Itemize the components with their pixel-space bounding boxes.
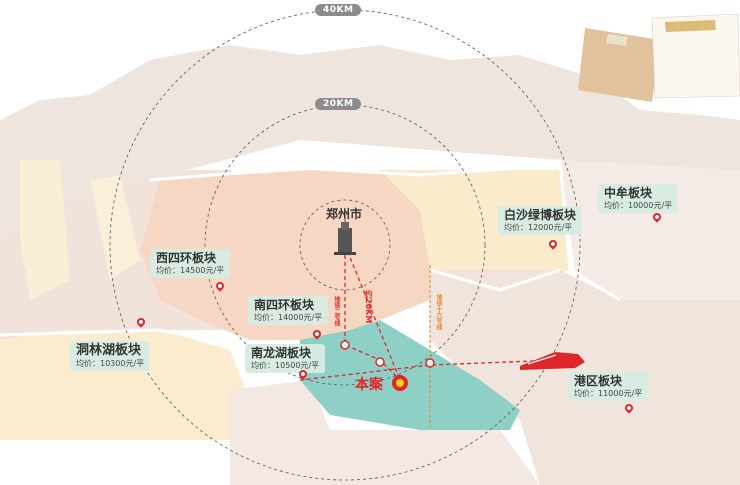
metro16-label: 地铁十六号线 [435, 294, 442, 330]
zone-strip-north [20, 160, 70, 300]
road-4 [429, 268, 561, 292]
road-3 [558, 159, 621, 302]
train-icon [520, 352, 585, 370]
district-label-zhongmou[interactable]: 中牟板块 均价：10000元/平 [598, 184, 679, 213]
district-name: 西四环板块 [156, 251, 217, 265]
ring-20km [204, 104, 486, 386]
ring-center [299, 199, 391, 291]
route-distance [344, 244, 401, 381]
district-name: 港区板块 [574, 374, 623, 388]
sticky-notes-decor [578, 13, 740, 102]
district-label-donglinhu[interactable]: 洞林湖板块 均价：10300元/平 [70, 341, 151, 372]
station-1 [340, 340, 350, 350]
project-label: 本案 [355, 377, 383, 393]
district-label-nanlonghu[interactable]: 南龙湖板块 均价：10500元/平 [245, 344, 326, 373]
project-marker-inner [396, 379, 404, 387]
district-price: 均价：10000元/平 [604, 200, 673, 210]
zone-nw-strip [90, 175, 140, 280]
route-distance-label: 约20KM [364, 290, 373, 324]
station-2 [375, 357, 385, 367]
district-name: 白沙绿博板块 [504, 208, 577, 222]
land-north [0, 45, 740, 300]
district-price: 均价：11000元/平 [574, 388, 643, 398]
zone-sw-yellow [0, 330, 260, 440]
route-high-speed [299, 359, 561, 381]
city-name-label: 郑州市 [326, 207, 363, 221]
district-label-nansihuan[interactable]: 南四环板块 均价：14000元/平 [248, 296, 329, 325]
zone-east-yellow [380, 170, 570, 290]
ring-40km-label: 40KM [315, 4, 362, 16]
zone-south [230, 380, 540, 485]
district-name: 南龙湖板块 [251, 346, 312, 360]
district-price: 均价：10500元/平 [251, 360, 320, 370]
project-zone [300, 320, 520, 430]
city-tower-icon [334, 214, 356, 255]
ring-20km-label: 20KM [315, 98, 362, 110]
district-price: 均价：14500元/平 [156, 265, 225, 275]
district-price: 均价：14000元/平 [254, 312, 323, 322]
district-price: 均价：12000元/平 [504, 222, 573, 232]
district-price: 均价：10300元/平 [76, 358, 145, 368]
district-name: 中牟板块 [604, 186, 653, 200]
district-label-baisha[interactable]: 白沙绿博板块 均价：12000元/平 [498, 206, 583, 235]
district-label-gangqu[interactable]: 港区板块 均价：11000元/平 [568, 372, 649, 401]
road-2 [149, 163, 561, 182]
station-3 [425, 358, 435, 368]
zone-center-orange [140, 170, 430, 340]
route-metro2 [344, 255, 401, 381]
district-label-xisihuan[interactable]: 西四环板块 均价：14500元/平 [150, 249, 231, 278]
metro2-label: 地铁二号线 [333, 296, 340, 326]
district-name: 洞林湖板块 [76, 343, 142, 358]
district-name: 南四环板块 [254, 298, 315, 312]
